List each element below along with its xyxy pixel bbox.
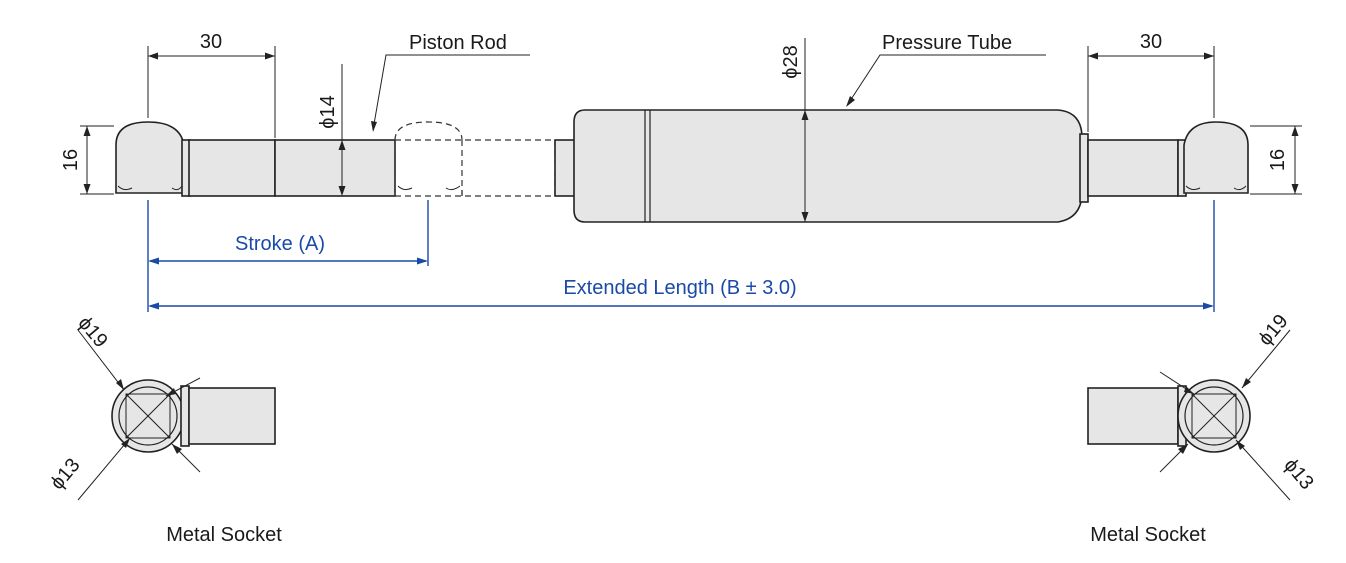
piston-rod-label: Piston Rod (409, 32, 507, 54)
dimension-stroke: Stroke (A) (147, 200, 429, 312)
dimension-tube-diameter: ϕ28 (780, 38, 809, 222)
piston-rod-entry (554, 139, 576, 197)
dimension-16-left: 16 (60, 125, 114, 195)
right-ball-socket (1183, 121, 1249, 194)
metal-socket-left-label: Metal Socket (166, 524, 282, 546)
dimension-16-left-label: 16 (60, 149, 82, 171)
socket-outer-right-label: ϕ19 (1254, 310, 1292, 350)
piston-rod-callout: Piston Rod (371, 32, 530, 132)
piston-rod-ghost (394, 139, 556, 197)
gas-spring-assembly (115, 109, 1249, 223)
dimension-extended-length: Extended Length (B ± 3.0) (148, 200, 1215, 312)
tube-neck (1079, 133, 1089, 203)
dimension-30-left: 30 (147, 31, 276, 138)
pressure-tube-callout: Pressure Tube (846, 32, 1046, 107)
dimension-16-right: 16 (1250, 125, 1302, 195)
socket-inner-right-label: ϕ13 (1279, 454, 1317, 494)
dimension-30-right: 30 (1087, 31, 1215, 132)
metal-socket-left-detail: ϕ19 ϕ13 Metal Socket (46, 312, 282, 546)
tube-diameter-label: ϕ28 (780, 45, 802, 78)
metal-socket-right-label: Metal Socket (1090, 524, 1206, 546)
ghost-clip (397, 185, 461, 191)
dimension-16-right-label: 16 (1267, 149, 1289, 171)
ghost-ball-socket (394, 121, 463, 196)
pressure-tube-label: Pressure Tube (882, 32, 1012, 54)
rod-diameter-label: ϕ14 (317, 95, 339, 128)
right-end-rod (1087, 139, 1179, 197)
dimension-30-right-label: 30 (1140, 31, 1162, 53)
dimension-rod-diameter: ϕ14 (317, 64, 346, 196)
piston-rod-end-left (188, 139, 276, 197)
socket-inner-left-label: ϕ13 (46, 454, 84, 494)
right-socket-clip (1185, 185, 1247, 191)
left-ball-socket (115, 121, 185, 194)
piston-rod (274, 139, 396, 197)
pressure-tube (573, 109, 1083, 223)
dimension-30-left-label: 30 (200, 31, 222, 53)
stroke-label: Stroke (A) (235, 233, 325, 255)
socket-outer-left-label: ϕ19 (73, 312, 111, 352)
extended-length-label: Extended Length (B ± 3.0) (563, 277, 796, 299)
metal-socket-right-detail: ϕ19 ϕ13 Metal Socket (1087, 310, 1318, 546)
